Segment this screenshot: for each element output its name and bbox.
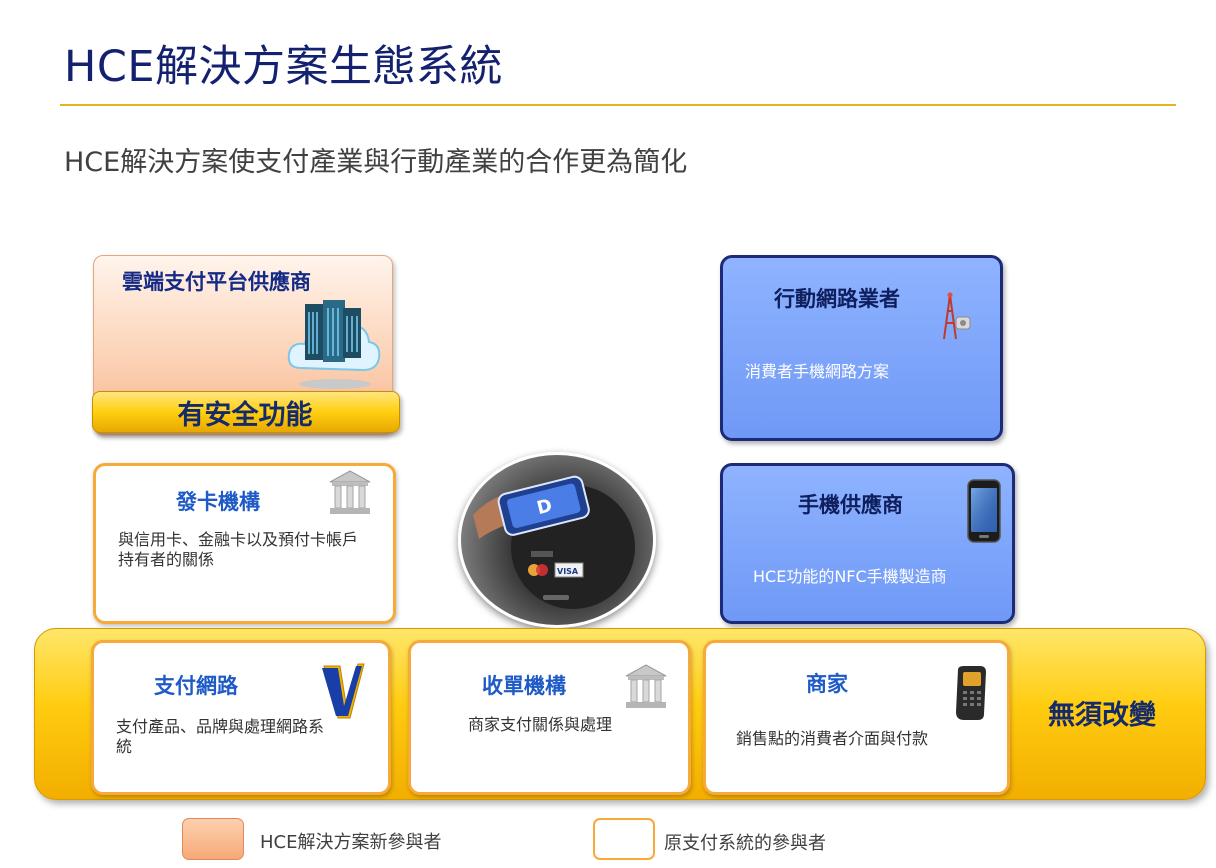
page-title: HCE解決方案生態系統 (64, 42, 504, 92)
page-subtitle: HCE解決方案使支付產業與行動產業的合作更為簡化 (64, 147, 688, 178)
visa-logo-text: VISA (557, 567, 579, 576)
smartphone-icon (966, 478, 1002, 544)
legend-swatch-original (593, 818, 655, 860)
payment-network-title: 支付網路 (154, 674, 238, 698)
issuer-box (93, 463, 396, 624)
svg-text:D: D (535, 495, 555, 519)
issuer-title: 發卡機構 (176, 490, 260, 514)
payment-network-text: 支付產品、品牌與處理網路系統 (116, 717, 325, 756)
legend-original-label: 原支付系統的參與者 (664, 833, 826, 854)
mobile-network-box (720, 255, 1003, 441)
visa-v-icon (318, 660, 368, 722)
cell-tower-icon (930, 291, 974, 341)
issuer-text: 與信用卡、金融卡以及預付卡帳戶持有者的關係 (118, 530, 359, 569)
legend-swatch-new (182, 818, 244, 860)
acquirer-title: 收單機構 (482, 674, 566, 698)
title-divider (60, 104, 1176, 106)
bank-building-icon (324, 468, 376, 518)
pos-terminal-icon (950, 664, 990, 722)
handset-vendor-box (720, 463, 1015, 624)
security-label: 有安全功能 (177, 400, 313, 431)
contactless-payment-photo: D VISA (458, 452, 656, 628)
bank-building-icon (620, 662, 672, 712)
security-bar (92, 391, 400, 433)
mobile-network-title: 行動網路業者 (774, 287, 900, 311)
mobile-network-text: 消費者手機網路方案 (745, 362, 890, 381)
handset-vendor-title: 手機供應商 (798, 493, 903, 517)
handset-vendor-text: HCE功能的NFC手機製造商 (753, 567, 947, 586)
no-change-label: 無須改變 (1048, 700, 1156, 731)
cloud-server-icon (283, 298, 385, 390)
merchant-text: 銷售點的消費者介面與付款 (736, 729, 929, 748)
cloud-provider-title: 雲端支付平台供應商 (122, 270, 311, 294)
legend-new-label: HCE解決方案新參與者 (260, 832, 442, 853)
merchant-title: 商家 (806, 672, 848, 696)
acquirer-text: 商家支付關係與處理 (468, 715, 613, 734)
